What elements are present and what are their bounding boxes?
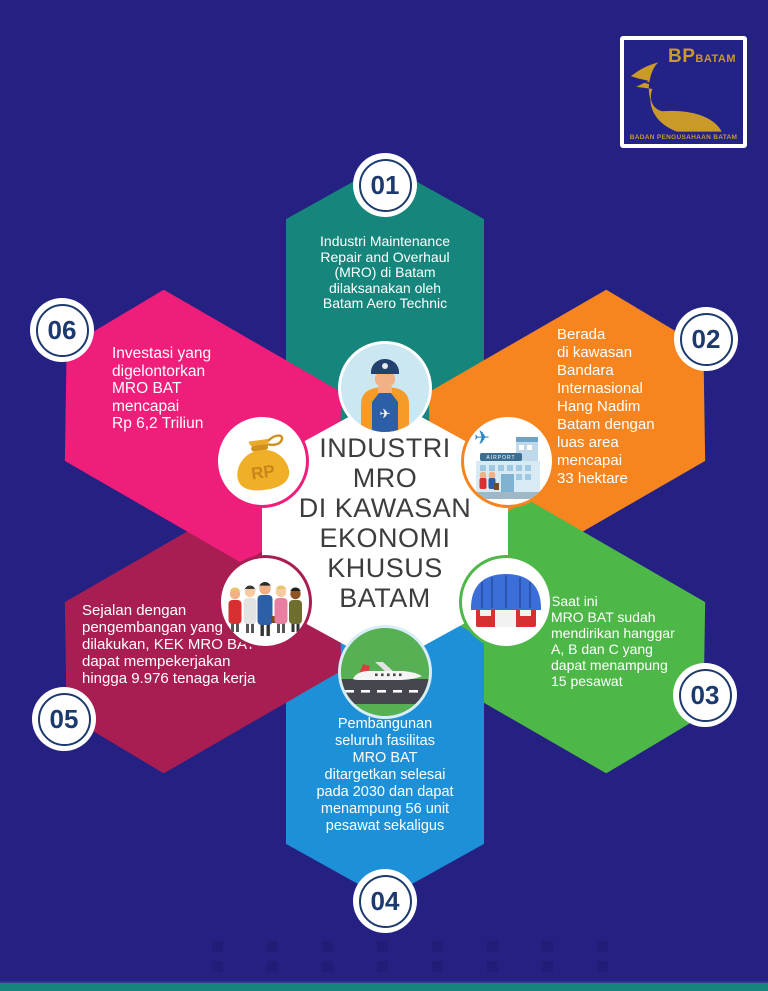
section-number-02: 02 xyxy=(679,312,733,366)
eagle-icon xyxy=(629,62,722,132)
airport-terminal-icon: ✈ AIRPORT xyxy=(461,414,555,508)
infographic-title: INDUSTRI MRO DI KAWASAN EKONOMI KHUSUS B… xyxy=(298,433,472,613)
runway-airplane-graphic xyxy=(341,628,429,716)
runway-airplane-icon xyxy=(338,625,432,719)
section-number-05: 05 xyxy=(37,692,91,746)
section-text-01: Industri Maintenance Repair and Overhaul… xyxy=(320,233,450,311)
section-number-badge-02: 02 xyxy=(674,307,738,371)
svg-text:RP: RP xyxy=(250,461,276,483)
footer-accent-line xyxy=(0,981,768,983)
money-bag-icon: RP xyxy=(215,414,309,508)
section-number-badge-01: 01 xyxy=(353,153,417,217)
workers-group-graphic xyxy=(228,582,302,636)
svg-text:✈: ✈ xyxy=(474,427,490,449)
dot-pattern-row xyxy=(212,941,636,952)
hangar-graphic xyxy=(471,574,541,627)
logo-batam-text: BATAM xyxy=(695,53,736,65)
money-bag-graphic: RP xyxy=(237,434,290,491)
hangar-icon xyxy=(459,555,553,649)
logo-caption: BADAN PENGUSAHAAN BATAM xyxy=(629,134,738,141)
section-number-03: 03 xyxy=(678,668,732,722)
logo-bp-text: BP xyxy=(668,46,696,67)
footer-teal-strip xyxy=(0,983,768,991)
airport-terminal-graphic: ✈ AIRPORT xyxy=(464,427,552,499)
section-number-badge-06: 06 xyxy=(30,298,94,362)
section-text-04: Pembangunan seluruh fasilitas MRO BAT di… xyxy=(316,716,454,834)
section-text-02: Berada di kawasan Bandara Internasional … xyxy=(557,326,655,487)
dot-pattern-row xyxy=(212,961,636,972)
bp-batam-wordmark: BPBATAM xyxy=(668,46,736,68)
section-number-badge-05: 05 xyxy=(32,687,96,751)
section-text-05: Sejalan dengan pengembangan yang dilakuk… xyxy=(82,602,256,687)
section-number-01: 01 xyxy=(358,158,412,212)
svg-text:✈: ✈ xyxy=(380,407,391,422)
svg-text:AIRPORT: AIRPORT xyxy=(486,455,515,461)
section-number-04: 04 xyxy=(358,874,412,928)
section-number-badge-04: 04 xyxy=(353,869,417,933)
workers-group-icon xyxy=(218,555,312,649)
section-number-badge-03: 03 xyxy=(673,663,737,727)
section-text-06: Investasi yang digelontorkan MRO BAT men… xyxy=(112,345,212,432)
section-number-06: 06 xyxy=(35,303,89,357)
aircraft-mechanic-icon: ✈ xyxy=(338,341,432,435)
section-text-03: Saat ini MRO BAT sudah mendirikan hangga… xyxy=(551,593,675,689)
bp-batam-logo: BPBATAM BADAN PENGUSAHAAN BATAM xyxy=(620,36,747,148)
aircraft-mechanic-graphic: ✈ xyxy=(341,344,429,432)
